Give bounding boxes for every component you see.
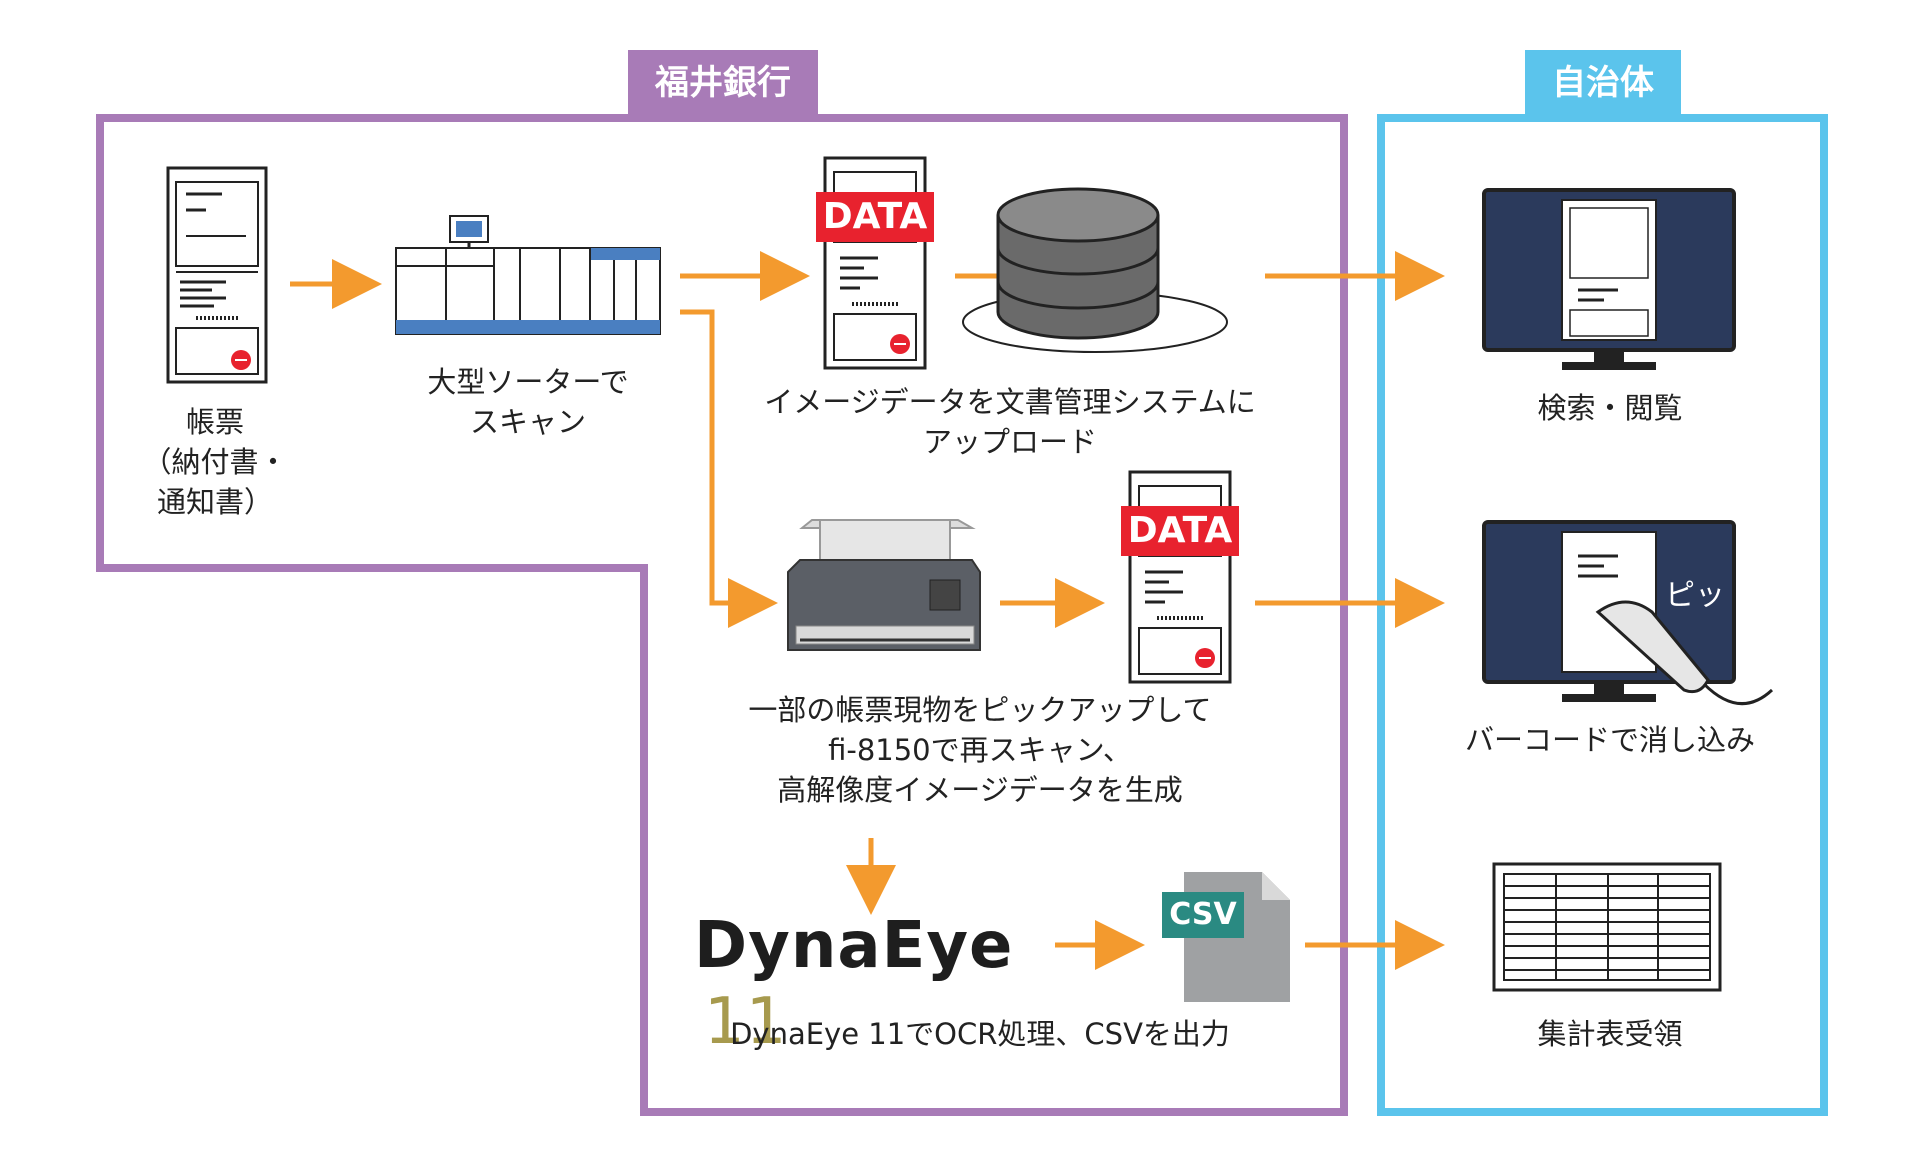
- label-search-line1: 検索・閲覧: [1537, 391, 1683, 425]
- sorter-machine-icon: [395, 215, 661, 335]
- dynaeye-logo-version: 11: [704, 985, 788, 1059]
- label-rescan-line2: fi-8150で再スキャン、: [828, 733, 1132, 767]
- data-badge-top: DATA: [822, 196, 928, 237]
- label-sorter-line1: 大型ソーターで: [427, 365, 629, 399]
- dynaeye-logo: DynaEye 11: [694, 908, 1044, 1059]
- data-document-icon-top: [816, 156, 934, 370]
- dynaeye-logo-text: DynaEye: [694, 909, 1014, 983]
- barcode-scanner-icon: [1482, 520, 1774, 705]
- label-sorter: 大型ソーターで スキャン: [398, 362, 658, 442]
- spreadsheet-icon: [1492, 862, 1722, 992]
- label-upload: イメージデータを文書管理システムに アップロード: [740, 382, 1280, 462]
- label-rescan-line1: 一部の帳票現物をピックアップして: [748, 693, 1212, 727]
- label-upload-line2: アップロード: [922, 425, 1097, 459]
- municipality-region-label: 自治体: [1552, 63, 1654, 103]
- arrow-sorter-to-scanner: [680, 309, 778, 628]
- label-rescan: 一部の帳票現物をピックアップして fi-8150で再スキャン、 高解像度イメージ…: [700, 690, 1260, 810]
- municipality-tab-bg: [1525, 50, 1681, 118]
- scanner-icon: [787, 519, 981, 651]
- label-forms-line2: （納付書・: [142, 445, 288, 479]
- label-summary: 集計表受領: [1470, 1014, 1750, 1054]
- label-upload-line1: イメージデータを文書管理システムに: [764, 385, 1256, 419]
- label-forms: 帳票 （納付書・ 通知書）: [130, 402, 300, 522]
- label-search: 検索・閲覧: [1470, 388, 1750, 428]
- bank-region-label: 福井銀行: [655, 63, 791, 103]
- database-icon: [962, 187, 1228, 353]
- csv-file-icon: [1162, 872, 1290, 1002]
- label-ocr-line1: DynaEye 11でOCR処理、CSVを出力: [730, 1017, 1230, 1051]
- bank-tab-bg: [628, 50, 818, 118]
- label-summary-line1: 集計表受領: [1537, 1017, 1683, 1051]
- monitor-icon: [1482, 188, 1736, 370]
- barcode-beep-text: ピッ: [1665, 578, 1725, 613]
- label-forms-line3: 通知書）: [156, 485, 273, 519]
- bank-region-border: [96, 114, 1348, 1116]
- data-badge-middle: DATA: [1127, 510, 1233, 551]
- label-sorter-line2: スキャン: [469, 405, 586, 439]
- label-rescan-line3: 高解像度イメージデータを生成: [777, 773, 1183, 807]
- label-barcode-line1: バーコードで消し込み: [1464, 723, 1755, 757]
- csv-badge: CSV: [1169, 897, 1237, 932]
- paper-form-icon: [166, 166, 268, 384]
- data-document-icon-middle: [1121, 470, 1239, 684]
- label-barcode: バーコードで消し込み: [1440, 720, 1780, 760]
- label-forms-line1: 帳票: [185, 405, 244, 439]
- label-ocr: DynaEye 11でOCR処理、CSVを出力: [700, 1014, 1260, 1054]
